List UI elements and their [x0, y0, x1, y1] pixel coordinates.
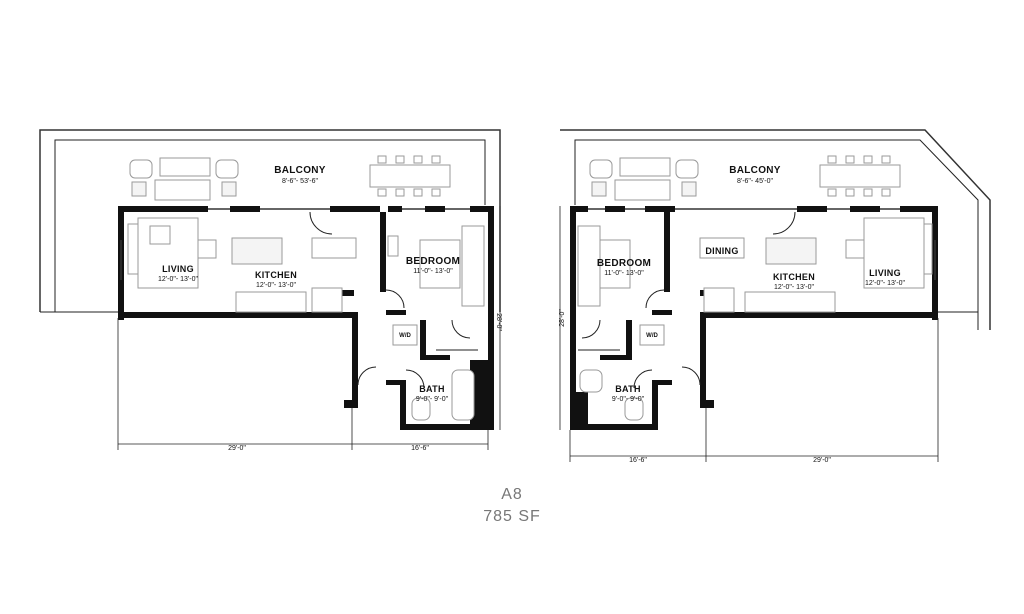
right-kitchen-label: KITCHEN [773, 272, 815, 282]
right-dining-label: DINING [705, 246, 738, 256]
right-living-dims: 12'-0"- 13'-0" [865, 280, 905, 287]
right-wd-label: W/D [646, 333, 658, 339]
left-width-a: 29'-0" [228, 445, 246, 452]
left-living-dims: 12'-0"- 13'-0" [158, 276, 198, 283]
balcony-furniture-right [589, 155, 901, 201]
walls-left [118, 206, 494, 430]
right-width-b: 29'-0" [813, 457, 831, 464]
left-kitchen-label: KITCHEN [255, 270, 297, 280]
left-bedroom-label: BEDROOM [406, 256, 460, 267]
left-bath-label: BATH [419, 384, 445, 394]
right-balcony-dims: 8'-6"- 45'-0" [737, 178, 774, 185]
right-width-a: 16'-6" [629, 457, 647, 464]
balcony-furniture-left [129, 155, 451, 201]
right-living-label: LIVING [869, 268, 901, 278]
left-width-b: 16'-6" [411, 445, 429, 452]
dimension-lines-right [559, 206, 939, 462]
doors-left [309, 211, 471, 389]
left-balcony-label: BALCONY [274, 165, 326, 176]
right-bath-label: BATH [615, 384, 641, 394]
left-bath-dims: 9'-0"- 9'-0" [416, 396, 449, 403]
walls-right [570, 206, 938, 430]
left-height: 28'-0" [495, 313, 502, 331]
dimension-lines-left [117, 206, 501, 450]
unit-name: A8 [501, 486, 523, 503]
left-bedroom-dims: 11'-0"- 13'-0" [413, 268, 453, 275]
right-balcony-label: BALCONY [729, 165, 781, 176]
right-bedroom-label: BEDROOM [597, 258, 651, 269]
left-kitchen-dims: 12'-0"- 13'-0" [256, 282, 296, 289]
left-wd-label: W/D [399, 333, 411, 339]
right-height: 28'-0" [559, 309, 566, 327]
right-bedroom-dims: 11'-0"- 13'-0" [604, 270, 644, 277]
unit-area: 785 SF [483, 508, 541, 525]
left-balcony-dims: 8'-6"- 53'-6" [282, 178, 319, 185]
interior-furniture-left [127, 217, 485, 421]
interior-furniture-right [577, 217, 933, 421]
right-bath-dims: 9'-0"- 9'-0" [612, 396, 645, 403]
left-plan: BALCONY 8'-6"- 53'-6" LIVING 12'-0"- 13'… [39, 129, 502, 452]
left-living-label: LIVING [162, 264, 194, 274]
doors-right [581, 211, 796, 389]
right-kitchen-dims: 12'-0"- 13'-0" [774, 284, 814, 291]
right-plan: BALCONY 8'-6"- 45'-0" BEDROOM 11'-0"- 13… [559, 129, 991, 464]
